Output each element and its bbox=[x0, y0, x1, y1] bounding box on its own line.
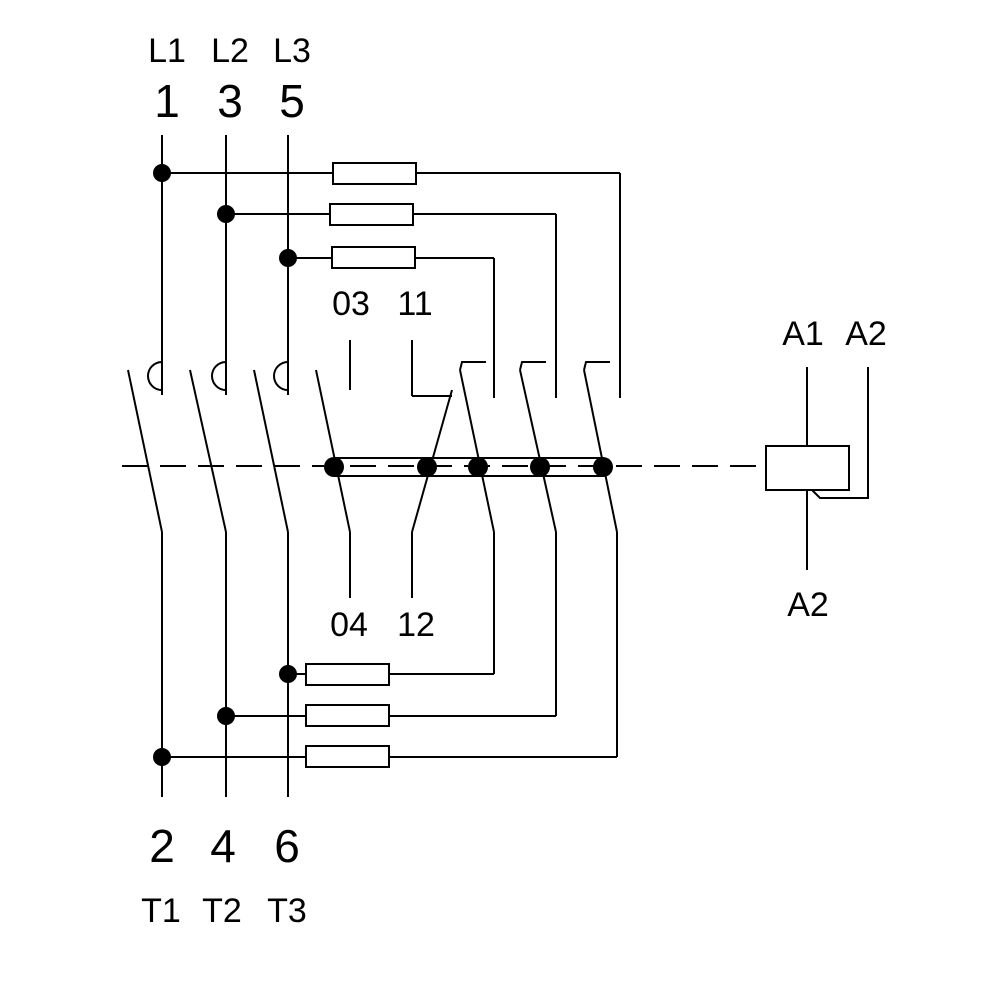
label-aux-03: 03 bbox=[332, 285, 370, 323]
label-l2: L2 bbox=[211, 32, 249, 70]
label-coil-a2-bottom: A2 bbox=[787, 586, 829, 624]
terminal-3: 3 bbox=[217, 75, 243, 127]
label-coil-a1: A1 bbox=[782, 315, 824, 353]
heater-element-lower-1 bbox=[305, 663, 390, 686]
terminal-2: 2 bbox=[149, 820, 175, 872]
label-coil-a2-top: A2 bbox=[845, 315, 887, 353]
heater-element-lower-3 bbox=[305, 745, 390, 768]
coil bbox=[765, 367, 869, 570]
terminal-5: 5 bbox=[279, 75, 305, 127]
label-t3: T3 bbox=[267, 892, 307, 930]
linkage-node bbox=[468, 457, 488, 477]
heater-element-lower-2 bbox=[305, 704, 390, 727]
main-contacts bbox=[127, 369, 289, 533]
junction-dot bbox=[217, 205, 235, 223]
junction-dot bbox=[279, 665, 297, 683]
label-aux-11: 11 bbox=[397, 285, 432, 323]
label-aux-04: 04 bbox=[330, 606, 368, 644]
mechanical-linkage bbox=[122, 457, 766, 477]
linkage-node bbox=[417, 457, 437, 477]
junction-dot bbox=[217, 707, 235, 725]
junction-dot bbox=[153, 164, 171, 182]
label-t1: T1 bbox=[141, 892, 181, 930]
lower-overload-circuits bbox=[153, 532, 618, 768]
linkage-node bbox=[593, 457, 613, 477]
upper-overload-circuits bbox=[153, 162, 621, 398]
heater-element-upper-2 bbox=[329, 203, 414, 226]
label-t2: T2 bbox=[202, 892, 242, 930]
junction-dot bbox=[279, 249, 297, 267]
terminal-6: 6 bbox=[274, 820, 300, 872]
label-aux-12: 12 bbox=[397, 606, 435, 644]
label-l3: L3 bbox=[273, 32, 311, 70]
terminal-1: 1 bbox=[154, 75, 180, 127]
heater-element-upper-3 bbox=[331, 246, 416, 269]
linkage-node bbox=[324, 457, 344, 477]
terminal-4: 4 bbox=[210, 820, 236, 872]
linkage-node bbox=[530, 457, 550, 477]
junction-dot bbox=[153, 748, 171, 766]
overload-contacts bbox=[459, 361, 618, 533]
heater-element-upper-1 bbox=[332, 162, 417, 185]
label-l1: L1 bbox=[148, 32, 186, 70]
coil-body bbox=[765, 445, 850, 491]
